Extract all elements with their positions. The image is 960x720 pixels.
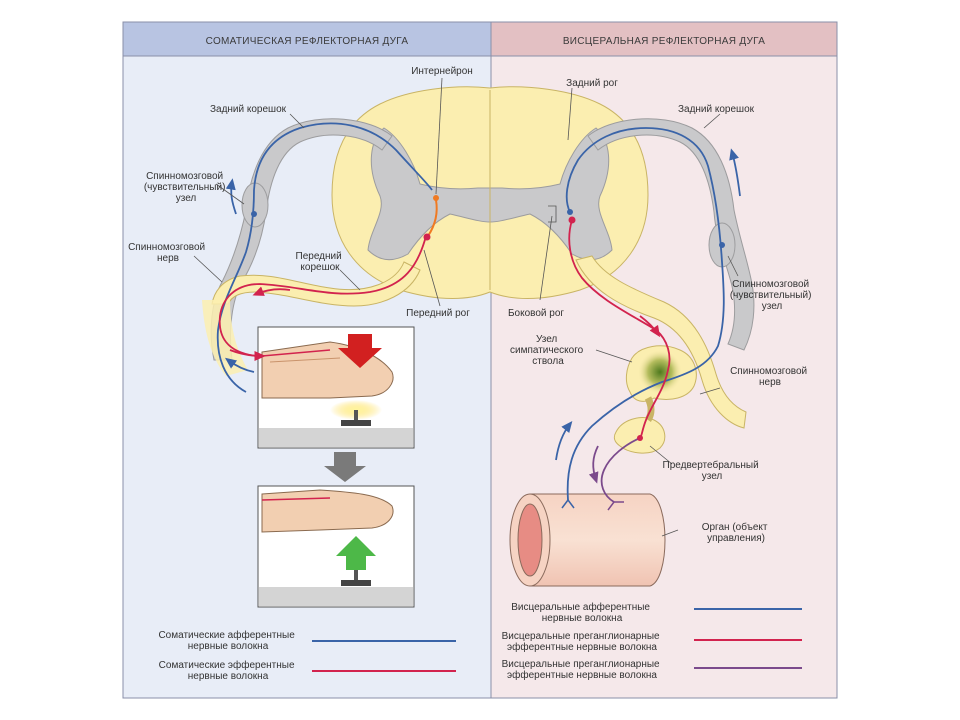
- legend-somatic-efferent-1: Соматические эфферентные: [159, 659, 295, 671]
- visceral-preganglionic-fiber: [568, 219, 671, 439]
- label-spinal-nerve-right-2: нерв: [759, 377, 781, 388]
- hand-afferent-arrow: [224, 357, 255, 373]
- legend-visceral-afferent-1: Висцеральные афферентные: [511, 601, 650, 613]
- visceral-fibers: [555, 127, 741, 511]
- relief-arrow-icon: [336, 536, 376, 570]
- label-prevertebral-ganglion-2: узел: [702, 471, 723, 482]
- organ-afferent-arrow: [555, 421, 573, 461]
- label-organ: Орган (объект управления): [702, 521, 771, 544]
- label-spinal-nerve-left: Спинномозговой нерв: [128, 242, 208, 264]
- somatic-afferent-fiber: [216, 122, 433, 393]
- interneuron-cell: [433, 195, 439, 201]
- label-interneuron: Интернейрон: [411, 66, 473, 77]
- visceral-nerve: [575, 118, 755, 454]
- label-spinal-ganglion-right-1: Спинномозговой: [732, 279, 809, 290]
- legend-visceral-postganglionic-2: эфферентные нервные волокна: [507, 669, 657, 681]
- label-prevertebral-ganglion: Предвертебральный узел: [663, 459, 762, 482]
- label-sympathetic-ganglion-3: ствола: [532, 356, 564, 367]
- label-sympathetic-ganglion-1: Узел: [536, 334, 557, 345]
- label-sympathetic-ganglion: Узел симпатического ствола: [510, 334, 586, 367]
- label-lateral-horn: Боковой рог: [508, 308, 564, 319]
- somatic-fibers: [216, 122, 439, 393]
- process-arrow-icon: [324, 452, 366, 482]
- candle-icon: [341, 420, 371, 426]
- legend-somatic-afferent-2: нервные волокна: [188, 641, 269, 652]
- postganglionic-arrow: [588, 445, 599, 484]
- label-ventral-root-1: Передний: [296, 251, 342, 262]
- legend-visceral-postganglionic-label: Висцеральные преганглионарные эфферентны…: [502, 659, 663, 681]
- label-spinal-nerve-right-1: Спинномозговой: [730, 366, 807, 377]
- legend-visceral-afferent-label: Висцеральные афферентные нервные волокна: [511, 601, 653, 624]
- label-prevertebral-ganglion-1: Предвертебральный: [663, 459, 759, 471]
- label-sympathetic-ganglion-2: симпатического: [510, 345, 584, 356]
- label-spinal-nerve-left-1: Спинномозговой: [128, 242, 205, 253]
- label-spinal-ganglion-left-2: (чувствительный): [144, 182, 226, 193]
- label-dorsal-horn: Задний рог: [566, 78, 618, 89]
- label-spinal-nerve-right: Спинномозговой нерв: [730, 366, 810, 388]
- label-spinal-ganglion-left-1: Спинномозговой: [146, 171, 223, 182]
- visceral-afferent-fiber: [565, 127, 725, 501]
- organ-cylinder: [509, 493, 666, 587]
- legend-visceral-preganglionic-label: Висцеральные преганглионарные эфферентны…: [502, 631, 663, 653]
- label-dorsal-root-left: Задний корешок: [210, 104, 287, 115]
- label-dorsal-root-right: Задний корешок: [678, 104, 755, 115]
- label-spinal-ganglion-right: Спинномозговой (чувствительный) узел: [730, 279, 814, 312]
- visceral-afferent-arrow: [729, 148, 741, 197]
- legend-somatic-afferent-1: Соматические афферентные: [158, 629, 295, 641]
- leader-lines: [193, 77, 739, 537]
- visceral-ventral-root: [575, 255, 747, 429]
- label-spinal-ganglion-left-3: узел: [176, 193, 197, 204]
- somatic-spinal-ganglion: [241, 182, 269, 228]
- legend-somatic-afferent-label: Соматические афферентные нервные волокна: [158, 629, 297, 652]
- label-ventral-root-2: корешок: [300, 262, 340, 273]
- legend-somatic-efferent-2: нервные волокна: [188, 671, 269, 682]
- hand-panel-withdrawn: [257, 485, 415, 608]
- label-organ-1: Орган (объект: [702, 521, 768, 533]
- label-spinal-nerve-left-2: нерв: [157, 253, 179, 264]
- visceral-header: ВИСЦЕРАЛЬНАЯ РЕФЛЕКТОРНАЯ ДУГА: [563, 36, 765, 47]
- legend-visceral-afferent-2: нервные волокна: [542, 613, 623, 624]
- label-spinal-ganglion-left: Спинномозговой (чувствительный) узел: [144, 171, 228, 204]
- label-spinal-ganglion-right-3: узел: [762, 301, 783, 312]
- legend-somatic-efferent-label: Соматические эфферентные нервные волокна: [159, 659, 298, 682]
- visceral-dorsal-root: [587, 118, 755, 351]
- somatic-efferent-fiber: [218, 235, 427, 357]
- somatic-header: СОМАТИЧЕСКАЯ РЕФЛЕКТОРНАЯ ДУГА: [206, 36, 409, 47]
- somatic-interneuron-fiber: [427, 199, 438, 237]
- hand-efferent-arrow: [229, 349, 266, 362]
- somatic-afferent-arrow: [225, 178, 237, 215]
- pain-arrow-icon: [338, 334, 382, 368]
- label-spinal-ganglion-right-2: (чувствительный): [730, 290, 812, 301]
- legend-visceral-postganglionic-1: Висцеральные преганглионарные: [502, 659, 660, 670]
- legend-visceral: Висцеральные афферентные нервные волокна…: [502, 601, 802, 681]
- visceral-postganglionic-fiber: [600, 437, 641, 503]
- labels: Интернейрон Задний корешок Спинномозгово…: [128, 66, 814, 544]
- somatic-nerve: [202, 118, 421, 376]
- visceral-efferent-arrow: [639, 315, 661, 338]
- legend-somatic: Соматические афферентные нервные волокна…: [158, 629, 456, 682]
- label-ventral-root: Передний корешок: [296, 251, 345, 273]
- somatic-efferent-arrow: [252, 286, 291, 296]
- hand-panel-burn: [257, 326, 415, 449]
- label-ventral-horn: Передний рог: [406, 308, 470, 319]
- legend-visceral-preganglionic-2: эфферентные нервные волокна: [507, 641, 657, 653]
- motor-neuron-cell: [423, 233, 431, 241]
- label-organ-2: управления): [707, 533, 765, 544]
- legend-visceral-preganglionic-1: Висцеральные преганглионарные: [502, 631, 660, 642]
